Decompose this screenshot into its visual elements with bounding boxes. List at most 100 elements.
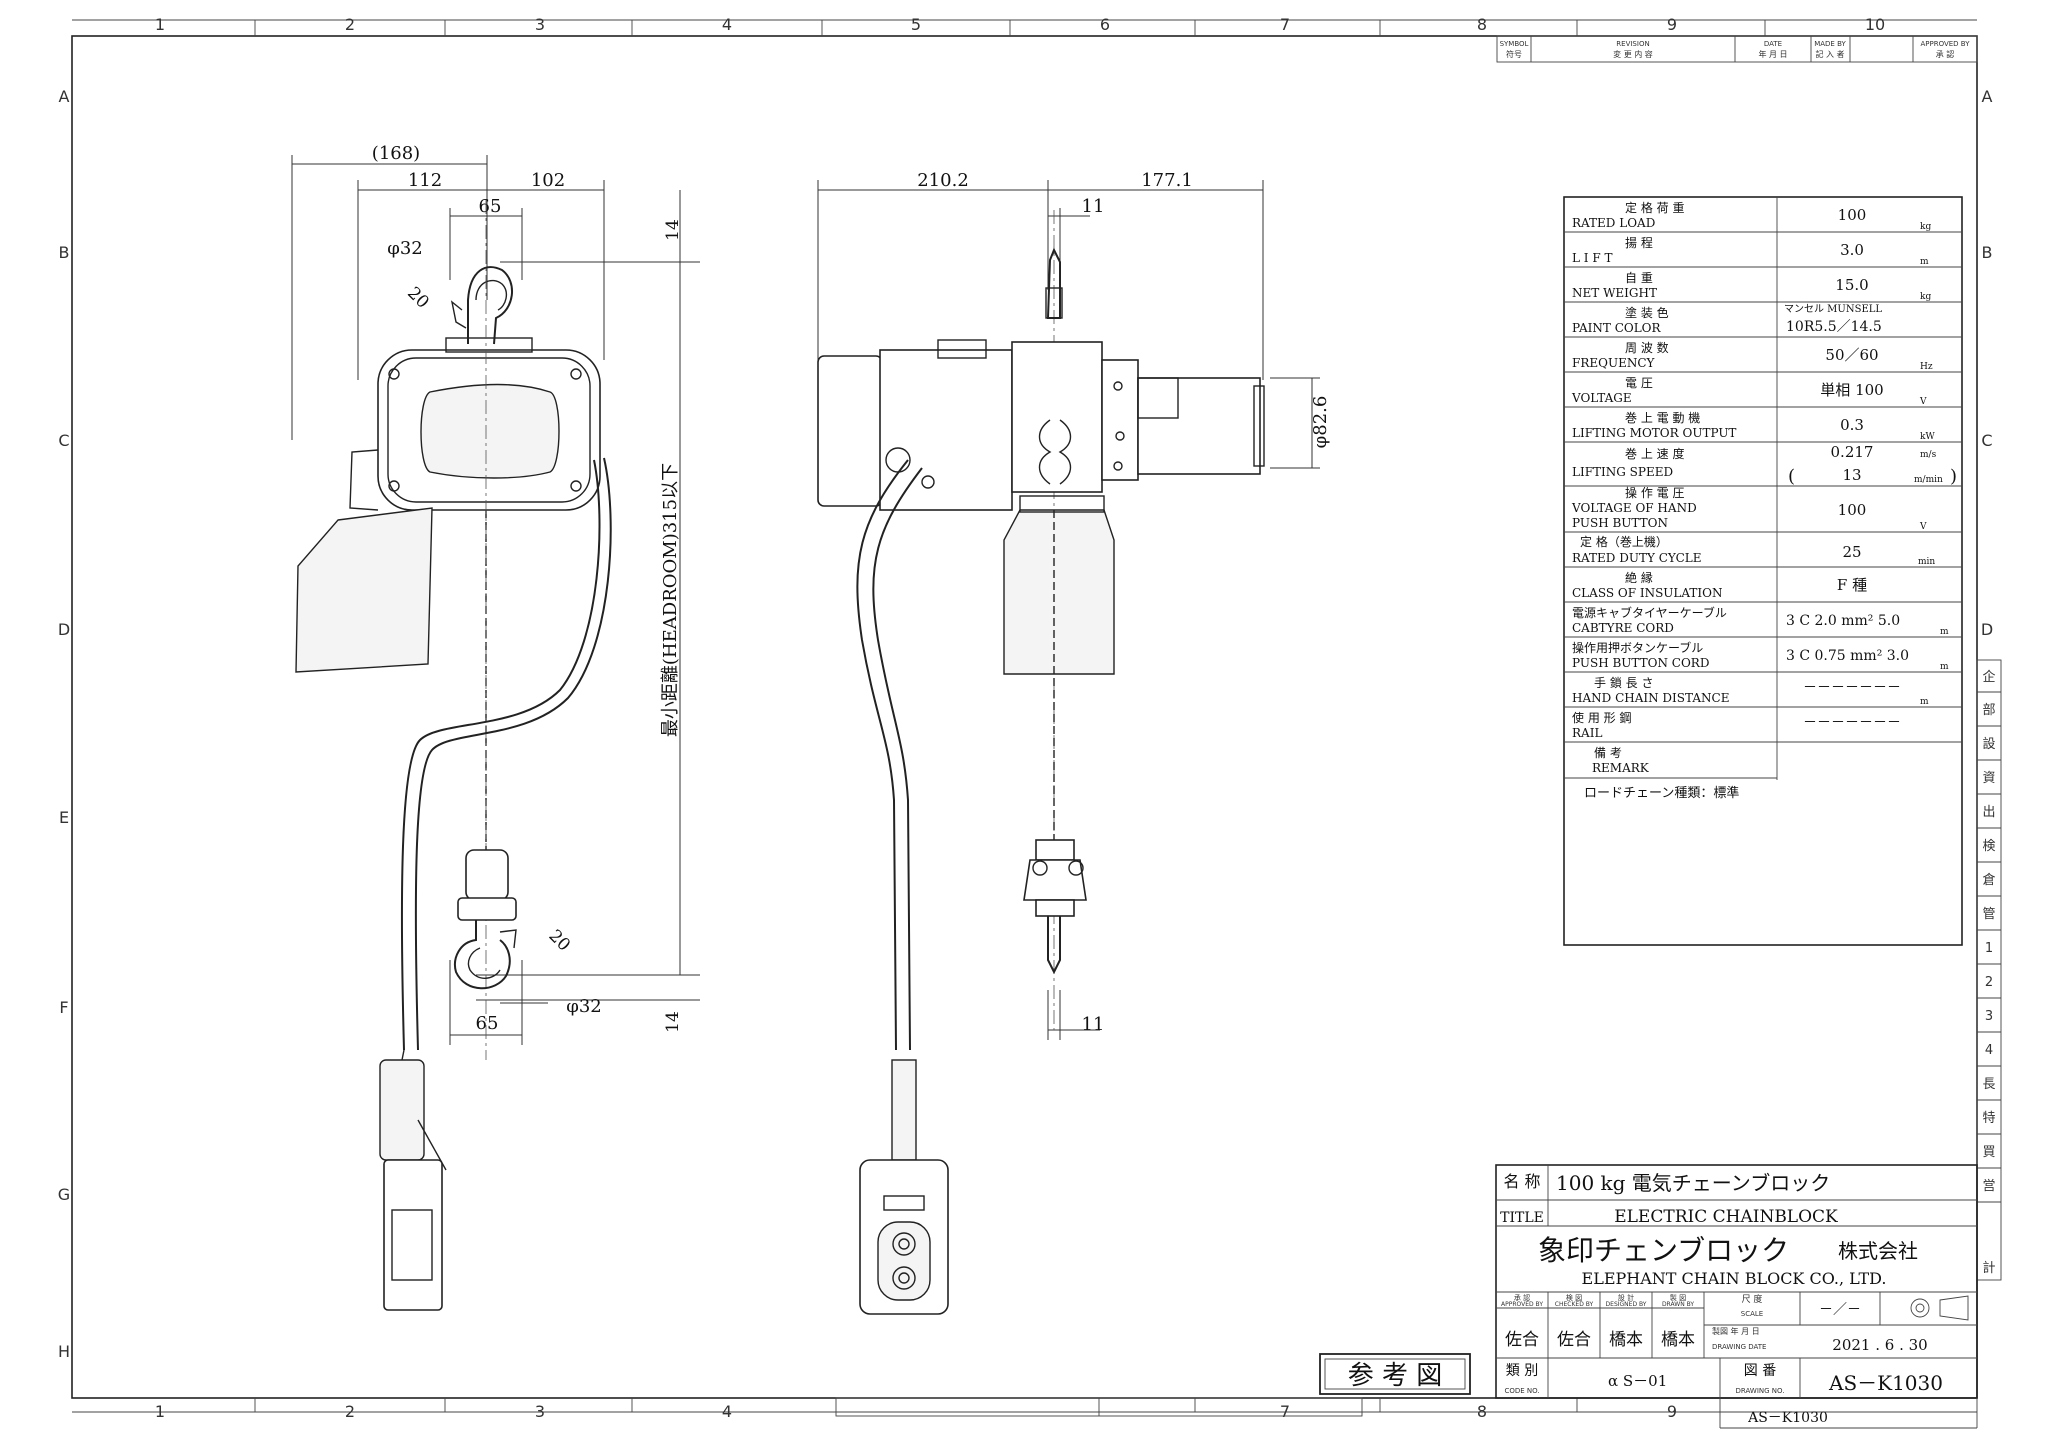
spec-label-jp: 電源キャブタイヤーケーブル [1572, 605, 1727, 620]
side-mark-15: 買 [1982, 1145, 1995, 1160]
row-letter-c: C [58, 431, 69, 450]
checked-label-jp: 検 図 [1566, 1293, 1582, 1302]
spec-label-jp: 巻 上 速 度 [1625, 446, 1684, 461]
spec-label-en: NET WEIGHT [1572, 286, 1657, 300]
spec-label-en-2: PUSH BUTTON [1572, 516, 1668, 530]
row-letter-e: E [59, 808, 69, 827]
body-window [420, 383, 560, 479]
spec-label-en: LIFTING MOTOR OUTPUT [1572, 426, 1736, 440]
col-number-bottom-9: 9 [1667, 1402, 1677, 1421]
drawing-frame [71, 19, 1978, 1413]
row-letter-h: H [58, 1342, 70, 1361]
dim-front-hook-dia-bottom: φ32 [566, 996, 602, 1017]
spec-value: 100 [1838, 501, 1867, 519]
dim-front-hook-open-bottom: 20 [545, 926, 574, 955]
spec-unit: kg [1920, 292, 1931, 302]
designed-label-en: DESIGNED BY [1606, 1301, 1647, 1308]
row-letter-b: B [59, 243, 70, 262]
spec-row-net-weight: 自 重 NET WEIGHT 15.0 kg [1572, 271, 1931, 302]
code-label-jp: 類 別 [1506, 1363, 1538, 1379]
spec-table: 定 格 荷 重 RATED LOAD 100 kg 揚 程 L I F T 3.… [1563, 196, 1963, 946]
col-number-8: 8 [1477, 15, 1487, 34]
company-name-jp: 象印チェンブロック [1538, 1234, 1789, 1267]
row-letter-d-right: D [1981, 620, 1993, 639]
side-mark-9: 1 [1985, 941, 1993, 956]
spec-note: ロードチェーン種類：標準 [1584, 785, 1739, 801]
revision-date-label: DATE [1764, 40, 1782, 48]
motor-housing [1137, 377, 1261, 475]
spec-label-en: LIFTING SPEED [1572, 465, 1673, 479]
approved-label-en: APPROVED BY [1501, 1301, 1543, 1308]
spec-value: 単相 100 [1820, 381, 1883, 399]
spec-label-en: REMARK [1592, 761, 1650, 775]
spec-row-rated-load: 定 格 荷 重 RATED LOAD 100 kg [1572, 200, 1931, 232]
spec-value: －－－－－－－ [1803, 715, 1901, 731]
side-mark-2: 部 [1982, 703, 1995, 718]
spec-label-jp: 操作用押ボタンケーブル [1572, 640, 1703, 655]
col-number-5: 5 [911, 15, 921, 34]
spec-value: 15.0 [1835, 276, 1868, 294]
col-number-4: 4 [722, 15, 732, 34]
spec-label-en: RATED DUTY CYCLE [1572, 551, 1702, 565]
checked-label-en: CHECKED BY [1555, 1301, 1594, 1308]
spec-value: F 種 [1837, 576, 1867, 594]
spec-unit: V [1919, 522, 1927, 532]
revision-label-jp: 変 更 内 容 [1613, 49, 1653, 59]
cabtyre-bag [295, 507, 433, 673]
side-mark-7: 倉 [1982, 873, 1995, 888]
pendant-up-button [892, 1232, 916, 1256]
checked-name: 佐合 [1557, 1330, 1591, 1350]
col-number-3: 3 [535, 15, 545, 34]
spec-value: 10R5.5／14.5 [1786, 319, 1882, 335]
col-number-6: 6 [1100, 15, 1110, 34]
row-letter-a-right: A [1982, 87, 1993, 106]
title-block: 名 称 100 kg 電気チェーンブロック TITLE ELECTRIC CHA… [1319, 1164, 1978, 1429]
drawing-no-label-jp: 図 番 [1744, 1363, 1776, 1379]
col-number-bottom-7: 7 [1280, 1402, 1290, 1421]
spec-value: －－－－－－－ [1803, 680, 1901, 696]
side-mark-1: 企 [1982, 669, 1995, 685]
spec-label-jp: 操 作 電 圧 [1625, 485, 1684, 500]
side-mark-5: 出 [1982, 805, 1995, 820]
spec-unit: m [1940, 662, 1949, 672]
col-number-bottom-8: 8 [1477, 1402, 1487, 1421]
dim-side-motor-dia: φ82.6 [1310, 396, 1331, 449]
dim-front-right: 102 [531, 170, 565, 191]
side-mark-14: 特 [1982, 1111, 1995, 1126]
row-letter-f: F [59, 998, 68, 1017]
spec-label-en: RATED LOAD [1572, 216, 1655, 230]
approved-name: 佐合 [1505, 1330, 1539, 1350]
svg-text:(: ( [1788, 466, 1795, 487]
spec-row-hand-push-voltage: 操 作 電 圧 VOLTAGE OF HAND PUSH BUTTON 100 … [1571, 485, 1927, 532]
spec-label-jp: 揚 程 [1625, 235, 1653, 250]
spec-unit: m [1920, 257, 1929, 267]
spec-label-jp: 電 圧 [1625, 376, 1653, 390]
spec-label-jp: 定 格（巻上機） [1580, 534, 1668, 549]
spec-unit: m [1920, 697, 1929, 707]
drawn-label-en: DRAWN BY [1662, 1301, 1694, 1308]
code-label-en: CODE NO. [1504, 1387, 1539, 1395]
spec-unit: kW [1920, 432, 1935, 442]
spec-label-en: VOLTAGE [1571, 391, 1632, 405]
dim-front-hook-dia-top: φ32 [387, 238, 423, 259]
code-value: α S－01 [1608, 1372, 1667, 1390]
drawing-no-below: AS－K1030 [1747, 1410, 1828, 1426]
col-number-7: 7 [1280, 15, 1290, 34]
spec-row-rail: 使 用 形 鋼 RAIL －－－－－－－ [1572, 710, 1901, 740]
side-mark-17: 計 [1982, 1260, 1995, 1276]
reference-stamp-box [1319, 1353, 1471, 1395]
spec-value: 25 [1842, 543, 1861, 561]
row-markers: A B C D E F G H A B C D [58, 87, 1993, 1361]
company-suffix: 株式会社 [1838, 1239, 1918, 1263]
reference-stamp: 参 考 図 [1348, 1361, 1443, 1391]
side-mark-10: 2 [1985, 975, 1993, 990]
revision-madeby-jp: 記 入 者 [1815, 49, 1844, 59]
spec-row-lift: 揚 程 L I F T 3.0 m [1572, 235, 1929, 267]
spec-label-en: CABTYRE CORD [1572, 621, 1674, 635]
revision-approved-jp: 承 認 [1936, 49, 1955, 59]
pendant-down-button [892, 1266, 916, 1290]
spec-unit-2: m/min [1914, 475, 1943, 485]
spec-value: 50／60 [1825, 346, 1878, 364]
drawn-label-jp: 製 図 [1670, 1293, 1686, 1302]
